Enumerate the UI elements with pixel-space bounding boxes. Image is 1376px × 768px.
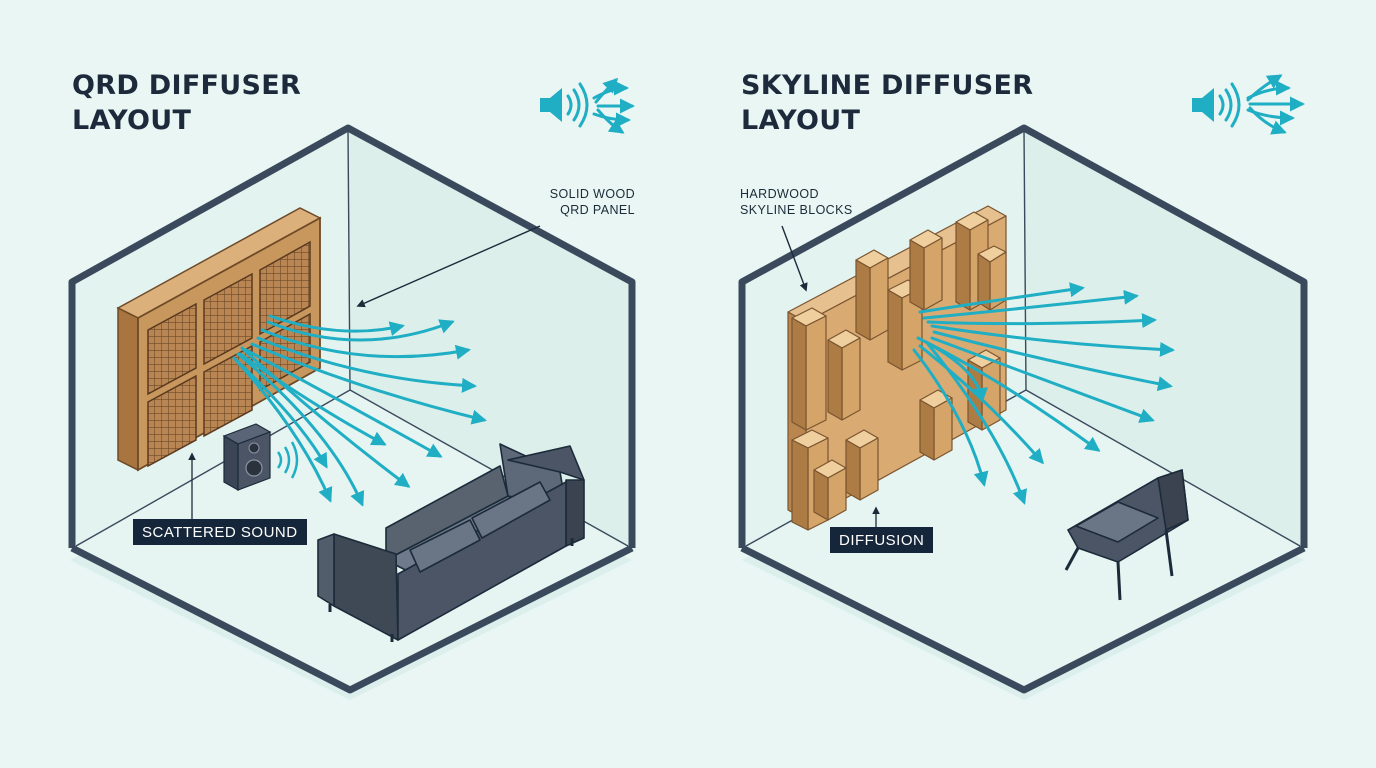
sofa-icon: [317, 443, 585, 642]
room-frame: [68, 124, 636, 694]
qrd-diffuser-panel: QRD DIFFUSER LAYOUT: [68, 68, 636, 700]
skyline-callout-line2: SKYLINE BLOCKS: [740, 203, 853, 217]
qrd-callout-line2: QRD PANEL: [560, 203, 635, 217]
diffusion-label: DIFFUSION: [830, 527, 934, 553]
qrd-title: QRD DIFFUSER LAYOUT: [72, 68, 301, 138]
speaker-sound-icon: [540, 77, 635, 134]
room-frame: [738, 124, 1308, 694]
skyline-title: SKYLINE DIFFUSER LAYOUT: [741, 68, 1033, 138]
qrd-callout-line1: SOLID WOOD: [549, 187, 635, 201]
qrd-room-illustration: [68, 77, 636, 700]
skyline-callout-line1: HARDWOOD: [740, 187, 819, 201]
chair-icon: [1064, 469, 1189, 601]
scattered-sound-label: SCATTERED SOUND: [133, 519, 307, 545]
speaker-box-icon: [222, 423, 299, 492]
qrd-sound-arrows: [232, 314, 487, 507]
skyline-title-line2: LAYOUT: [741, 105, 861, 136]
skyline-room-illustration: [738, 74, 1308, 700]
qrd-callout: SOLID WOOD QRD PANEL: [545, 186, 635, 218]
qrd-panel: [116, 207, 322, 472]
speaker-sound-icon: [1192, 74, 1305, 135]
qrd-callout-leader: [356, 225, 541, 308]
skyline-sound-arrows: [912, 282, 1175, 505]
skyline-callout-leader: [781, 225, 808, 292]
skyline-diffuser-panel: SKYLINE DIFFUSER LAYOUT: [688, 0, 1376, 768]
skyline-blocks: [787, 205, 1007, 531]
qrd-title-line2: LAYOUT: [72, 105, 192, 136]
skyline-title-line1: SKYLINE DIFFUSER: [741, 70, 1034, 101]
skyline-callout: HARDWOOD SKYLINE BLOCKS: [740, 186, 853, 218]
qrd-title-line1: QRD DIFFUSER: [72, 70, 302, 101]
